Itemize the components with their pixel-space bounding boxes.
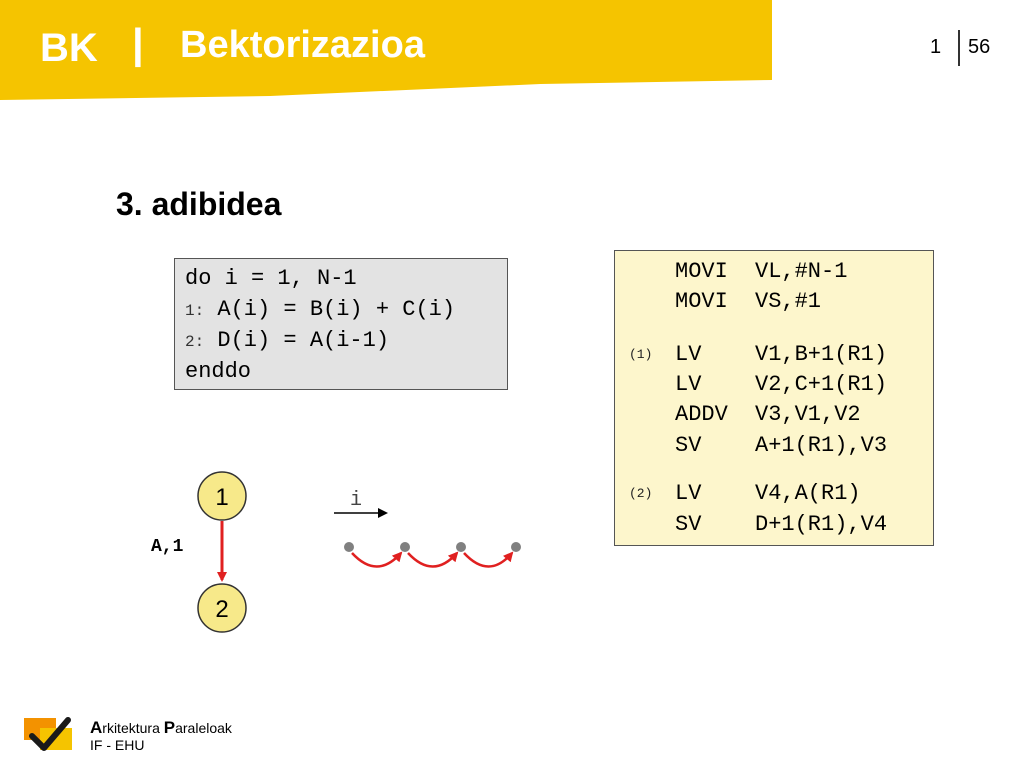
section-title: 3. adibidea bbox=[116, 186, 282, 222]
chapter-number: 1 bbox=[930, 36, 942, 58]
header-separator: | bbox=[132, 20, 144, 67]
loop-dependency-arrow bbox=[407, 551, 459, 568]
iteration-label: i bbox=[350, 489, 362, 512]
iteration-dot bbox=[511, 542, 521, 552]
footer-initial-a: A bbox=[90, 718, 103, 737]
footer-word-rest: araleloak bbox=[175, 720, 232, 736]
asm-tag: (1) bbox=[629, 347, 653, 362]
footer-institution: IF - EHU bbox=[90, 737, 145, 753]
asm-op: LV bbox=[675, 372, 702, 397]
asm-op: MOVI bbox=[675, 289, 728, 314]
node-2 bbox=[197, 583, 247, 633]
code-text: A(i) = B(i) + C(i) bbox=[204, 297, 456, 322]
code-line: enddo bbox=[185, 356, 507, 387]
asm-op: SV bbox=[675, 433, 702, 458]
loop-dependency-arrow bbox=[463, 551, 514, 568]
code-line: 1: A(i) = B(i) + C(i) bbox=[185, 294, 507, 325]
footer-initial-p: P bbox=[163, 718, 176, 737]
asm-args: VL,#N-1 bbox=[755, 259, 848, 284]
asm-args: V4,A(R1) bbox=[755, 481, 861, 506]
code-line-number: 2: bbox=[185, 333, 205, 351]
asm-args: A+1(R1),V3 bbox=[755, 433, 888, 458]
iteration-dot bbox=[400, 542, 410, 552]
code-line-number: 1: bbox=[185, 302, 205, 320]
asm-args: VS,#1 bbox=[755, 289, 822, 314]
node-1 bbox=[197, 471, 247, 521]
code-text: enddo bbox=[185, 359, 252, 384]
asm-args: D+1(R1),V4 bbox=[755, 512, 888, 537]
source-code-box: do i = 1, N-1 1: A(i) = B(i) + C(i) 2: D… bbox=[174, 258, 508, 390]
asm-args: V2,C+1(R1) bbox=[755, 372, 888, 397]
assembly-code-box: MOVI VL,#N-1 MOVI VS,#1 (1) LV V1,B+1(R1) LV… bbox=[614, 250, 934, 546]
brand-logo-text: BK bbox=[40, 26, 98, 70]
asm-tag: (2) bbox=[629, 486, 653, 501]
page-number: 56 bbox=[968, 36, 991, 58]
footer-word-rest: rkitektura bbox=[102, 720, 164, 736]
iteration-dot bbox=[344, 542, 354, 552]
code-line: do i = 1, N-1 bbox=[185, 263, 507, 294]
page-number-divider bbox=[958, 30, 960, 66]
page-title: Bektorizazioa bbox=[180, 24, 425, 66]
asm-op: MOVI bbox=[675, 259, 728, 284]
edge-label: A,1 bbox=[151, 537, 184, 557]
asm-args: V1,B+1(R1) bbox=[755, 342, 888, 367]
asm-args: V3,V1,V2 bbox=[755, 402, 861, 427]
code-text: D(i) = A(i-1) bbox=[204, 328, 390, 353]
node-1-label: 1 bbox=[215, 484, 228, 511]
footer-course-name: Arkitektura Paraleloak bbox=[90, 718, 232, 738]
asm-op: ADDV bbox=[675, 402, 728, 427]
iteration-dot bbox=[456, 542, 466, 552]
checkmark-logo-icon bbox=[24, 717, 72, 751]
node-2-label: 2 bbox=[215, 596, 228, 623]
asm-op: SV bbox=[675, 512, 702, 537]
asm-op: LV bbox=[675, 481, 702, 506]
code-text: do i = 1, N-1 bbox=[185, 266, 357, 291]
loop-dependency-arrow bbox=[351, 551, 403, 568]
code-line: 2: D(i) = A(i-1) bbox=[185, 325, 507, 356]
asm-op: LV bbox=[675, 342, 702, 367]
